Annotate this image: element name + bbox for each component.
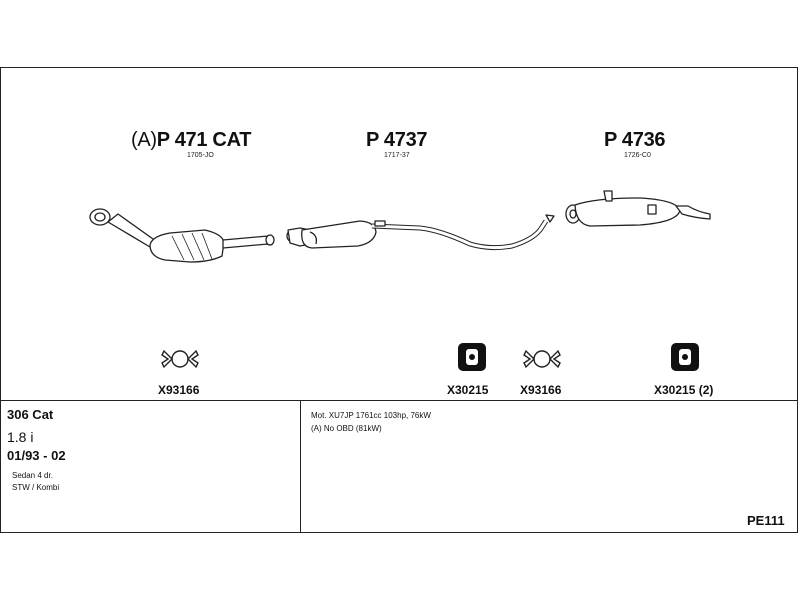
middle-silencer-drawing: [286, 214, 555, 251]
body-type: Sedan 4 dr.: [12, 471, 53, 480]
part-label-middle-silencer: P 4737: [366, 129, 428, 151]
part-label-catalytic-converter: (A)P 471 CAT: [131, 129, 252, 151]
rear-silencer-drawing: [565, 190, 711, 227]
obd-note: (A) No OBD (81kW): [311, 424, 382, 433]
accessory-label: X30215: [447, 383, 489, 397]
accessory-label: X93166: [158, 383, 200, 397]
vehicle-engine: 1.8 i: [7, 429, 34, 445]
vehicle-model: 306 Cat: [7, 407, 54, 422]
accessory-label: X93166: [520, 383, 562, 397]
vehicle-years: 01/93 - 02: [7, 448, 66, 463]
body-type: STW / Kombi: [12, 483, 60, 492]
part-label-rear-silencer: P 4736: [604, 129, 666, 151]
clamp-icon: [523, 349, 561, 369]
part-ref-middle-silencer: 1717-37: [384, 152, 410, 159]
part-ref-rear-silencer: 1726-C0: [624, 152, 651, 159]
rubber-hanger-icon: [671, 343, 699, 371]
diagram-code: PE111: [747, 513, 785, 528]
catalytic-converter-drawing: [89, 208, 275, 263]
clamp-icon: [161, 349, 199, 369]
accessory-label: X30215 (2): [654, 383, 714, 397]
diagram-frame: [0, 67, 798, 533]
part-ref-catalytic-converter: 1705-JO: [187, 152, 214, 159]
divider-horizontal: [0, 400, 798, 401]
rubber-hanger-icon: [458, 343, 486, 371]
divider-vertical: [300, 400, 301, 533]
engine-note: Mot. XU7JP 1761cc 103hp, 76kW: [311, 411, 431, 420]
